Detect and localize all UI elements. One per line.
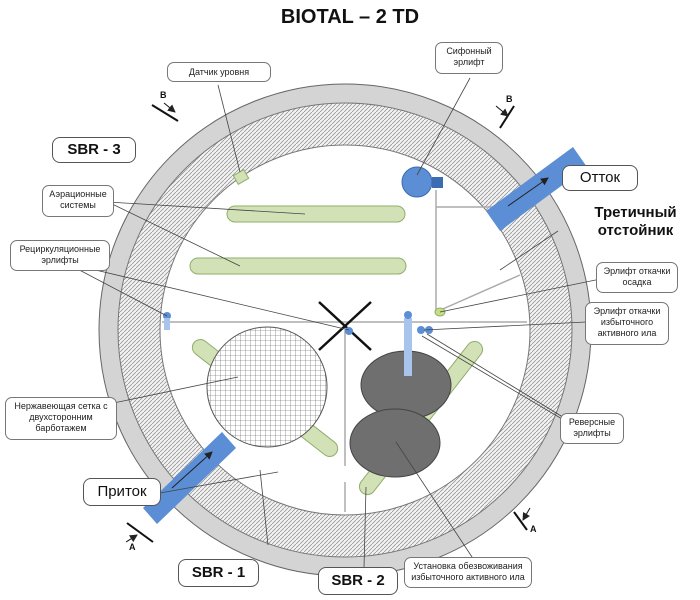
callout-line: Эрлифт откачки bbox=[593, 306, 661, 316]
aeration-bar-lower bbox=[189, 257, 407, 275]
siphon-airlift bbox=[401, 166, 433, 198]
callout-line: избыточного активного ила bbox=[411, 572, 525, 582]
callout-recirc-airlifts: Рециркуляционные эрлифты bbox=[10, 240, 110, 271]
callout-line: системы bbox=[60, 200, 96, 210]
callout-line: барботажем bbox=[35, 423, 87, 433]
callout-line: Установка обезвоживания bbox=[413, 561, 523, 571]
leader-lines bbox=[65, 77, 621, 569]
zone-tertiary-settler: Третичный отстойник bbox=[578, 204, 693, 240]
inflow-label: Приток bbox=[83, 478, 161, 506]
callout-line: Эрлифт откачки bbox=[603, 266, 671, 276]
recirc-airlift-center bbox=[345, 327, 353, 335]
center-cross-b bbox=[318, 301, 372, 351]
zone-line: отстойник bbox=[597, 222, 674, 239]
sediment-airlift bbox=[404, 311, 412, 319]
section-mark-a-left: A bbox=[129, 542, 136, 552]
inflow-pipe bbox=[143, 432, 236, 524]
callout-line: двухсторонним bbox=[29, 412, 93, 422]
callout-aeration-systems: Аэрационные системы bbox=[42, 185, 114, 217]
callout-line: эрлифты bbox=[41, 255, 79, 265]
callout-line: эрлифт bbox=[453, 57, 485, 67]
page-title: BIOTAL – 2 TD bbox=[280, 6, 420, 28]
callout-line: Рециркуляционные bbox=[19, 244, 101, 254]
callout-siphon-airlift: Сифонный эрлифт bbox=[435, 42, 503, 74]
callout-line: эрлифты bbox=[573, 428, 611, 438]
zone-sbr3: SBR - 3 bbox=[52, 137, 136, 163]
outflow-pipe bbox=[486, 147, 587, 231]
zone-sbr1: SBR - 1 bbox=[178, 559, 259, 587]
zone-sbr2: SBR - 2 bbox=[318, 567, 398, 595]
callout-text: Датчик уровня bbox=[188, 67, 250, 77]
callout-dewatering-unit: Установка обезвоживания избыточного акти… bbox=[404, 557, 532, 588]
sediment-airlift-pipe bbox=[404, 318, 412, 376]
section-mark-a-right: A bbox=[530, 524, 537, 534]
dewatering-unit-lower bbox=[349, 408, 441, 478]
callout-line: осадка bbox=[622, 277, 652, 287]
inflow-arrow bbox=[171, 451, 213, 489]
section-marks bbox=[125, 102, 531, 543]
callout-line: активного ила bbox=[597, 328, 657, 338]
callout-sediment-airlift: Эрлифт откачки осадка bbox=[596, 262, 678, 293]
callout-stainless-mesh: Нержавеющая сетка с двухсторонним барбот… bbox=[5, 397, 117, 440]
reverse-airlift-a bbox=[417, 326, 425, 334]
callout-line: Нержавеющая сетка с bbox=[14, 401, 108, 411]
stainless-mesh bbox=[206, 326, 328, 448]
section-mark-b-right: B bbox=[506, 94, 513, 104]
outflow-arrow bbox=[507, 177, 549, 207]
recirc-airlift-left-pipe bbox=[164, 318, 170, 330]
aeration-bar-upper bbox=[226, 205, 406, 223]
callout-reverse-airlifts: Реверсные эрлифты bbox=[560, 413, 624, 444]
callout-level-sensor: Датчик уровня bbox=[167, 62, 271, 82]
callout-line: Аэрационные bbox=[49, 189, 107, 199]
zone-line: Третичный bbox=[594, 204, 677, 221]
outflow-label: Отток bbox=[562, 165, 638, 191]
callout-line: Реверсные bbox=[568, 417, 616, 427]
callout-line: Сифонный bbox=[446, 46, 492, 56]
section-mark-b-left: B bbox=[160, 90, 167, 100]
callout-excess-sludge-airlift: Эрлифт откачки избыточного активного ила bbox=[585, 302, 669, 345]
tertiary-wall-diagonal bbox=[435, 274, 521, 313]
siphon-airlift-outlet bbox=[432, 177, 443, 188]
callout-line: избыточного bbox=[600, 317, 654, 327]
level-sensor bbox=[232, 168, 250, 186]
